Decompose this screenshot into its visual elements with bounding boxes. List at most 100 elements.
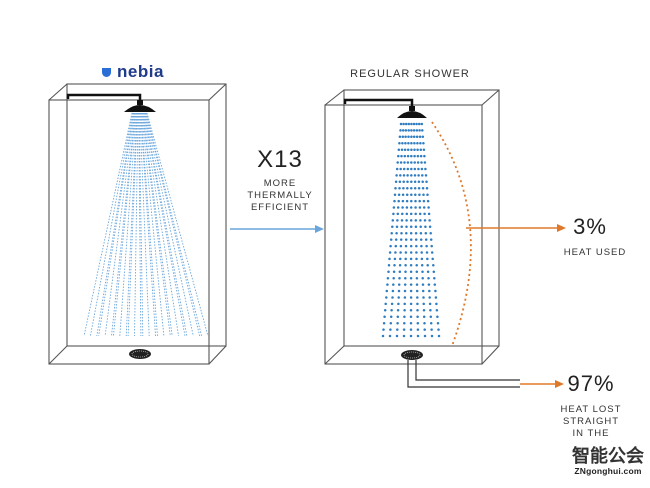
water-droplet <box>420 244 423 248</box>
water-droplet <box>407 142 410 145</box>
water-droplet <box>400 148 404 151</box>
water-droplet <box>404 276 407 280</box>
water-droplet <box>429 321 433 325</box>
water-droplet <box>406 148 410 151</box>
water-droplet <box>388 257 391 261</box>
water-droplet <box>388 334 392 338</box>
water-droplet <box>421 270 424 274</box>
water-droplet <box>418 193 421 196</box>
water-droplet <box>421 180 424 184</box>
water-droplet <box>409 302 413 306</box>
heat-used-label: HEAT USED <box>563 247 627 258</box>
water-droplet <box>428 219 431 222</box>
watermark-site: ZNgonghui.com <box>574 466 642 476</box>
water-droplet <box>421 283 425 286</box>
nebia-shower-box <box>48 83 227 365</box>
nebia-logo: nebia <box>102 62 164 82</box>
water-droplet <box>418 129 421 132</box>
water-droplet <box>426 270 430 274</box>
water-droplet <box>389 244 392 248</box>
water-droplet <box>435 302 438 306</box>
water-droplet <box>415 244 418 248</box>
water-droplet <box>422 199 426 203</box>
water-droplet <box>416 154 420 158</box>
water-droplet <box>416 296 419 299</box>
water-droplet <box>403 289 407 293</box>
water-droplet <box>404 257 407 261</box>
water-droplet <box>412 135 416 139</box>
water-droplet <box>388 251 392 254</box>
water-droplet <box>401 135 405 139</box>
water-droplet <box>423 328 426 331</box>
water-droplet <box>404 270 407 274</box>
water-droplet <box>383 315 386 318</box>
water-droplet <box>402 174 406 177</box>
water-droplet <box>409 315 413 318</box>
water-droplet <box>410 142 413 145</box>
water-droplet <box>405 193 409 196</box>
water-droplet <box>425 186 429 190</box>
spray-line <box>104 112 135 337</box>
water-droplet <box>414 199 417 203</box>
water-droplet <box>410 129 413 132</box>
water-droplet <box>391 219 395 222</box>
water-droplet <box>422 315 426 318</box>
spray-line <box>112 112 137 337</box>
water-droplet <box>401 129 405 132</box>
water-droplet <box>409 219 413 222</box>
water-droplet <box>399 129 402 132</box>
water-droplet <box>415 122 418 126</box>
water-droplet <box>424 231 428 235</box>
water-droplet <box>400 225 403 229</box>
water-droplet <box>394 238 398 241</box>
water-droplet <box>413 148 416 151</box>
water-droplet <box>419 154 423 158</box>
water-droplet <box>396 212 400 216</box>
water-droplet <box>427 276 430 280</box>
water-droplet <box>399 161 403 164</box>
regular-shower-box <box>324 89 500 365</box>
water-droplet <box>398 276 401 280</box>
water-droplet <box>409 321 413 325</box>
water-droplet <box>405 225 408 229</box>
water-droplet <box>425 251 429 254</box>
water-droplet <box>403 296 407 299</box>
water-droplet <box>394 180 398 184</box>
water-droplet <box>409 238 413 241</box>
efficiency-arrow <box>230 225 324 233</box>
water-droplet <box>405 212 409 216</box>
water-droplet <box>396 161 399 164</box>
water-droplet <box>403 283 407 286</box>
water-droplet <box>407 129 410 132</box>
water-droplet <box>414 231 418 235</box>
heat-used-arrow <box>466 224 566 232</box>
water-droplet <box>385 289 389 293</box>
water-droplet <box>422 309 426 312</box>
water-droplet <box>416 142 419 145</box>
water-droplet <box>406 161 410 164</box>
water-droplet <box>392 206 396 209</box>
water-droplet <box>413 154 416 158</box>
water-droplet <box>410 180 413 184</box>
water-droplet <box>402 167 406 171</box>
water-droplet <box>402 334 406 338</box>
water-droplet <box>409 257 413 261</box>
water-droplet <box>427 283 431 286</box>
water-droplet <box>398 142 401 145</box>
water-droplet <box>389 238 393 241</box>
water-droplet <box>432 270 436 274</box>
water-droplet <box>399 174 402 177</box>
water-droplet <box>397 283 401 286</box>
water-droplet <box>414 225 418 229</box>
regular-pipe <box>343 98 414 108</box>
water-droplet <box>426 257 429 261</box>
water-droplet <box>416 302 419 306</box>
water-droplet <box>421 129 424 132</box>
water-droplet <box>400 154 403 158</box>
water-droplet <box>407 135 410 139</box>
water-droplet <box>391 296 394 299</box>
water-droplet <box>409 251 413 254</box>
water-droplet <box>417 122 421 126</box>
spray-line <box>83 112 133 337</box>
water-droplet <box>405 206 409 209</box>
